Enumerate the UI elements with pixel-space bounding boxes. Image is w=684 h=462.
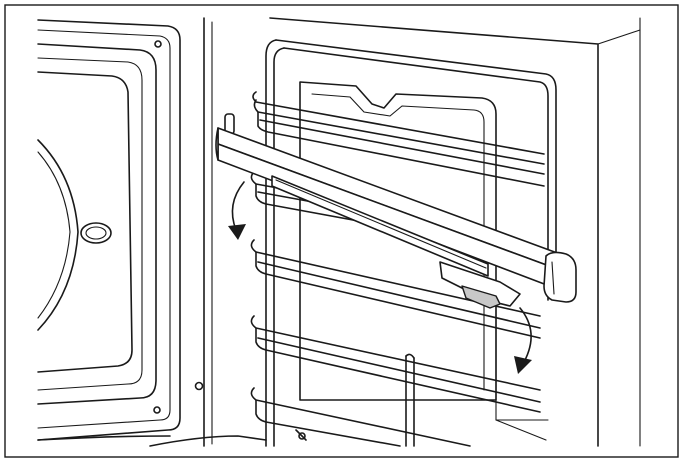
oven-wall: [149, 17, 641, 447]
wall-screw: [194, 381, 204, 391]
telescopic-rail-bar: [215, 113, 577, 309]
rail-end-cap: [543, 251, 577, 303]
door-knob: [80, 222, 112, 244]
door-screw-bottom: [153, 406, 161, 414]
oven-back-panel: [299, 81, 497, 401]
rotate-arrow-left: [228, 181, 246, 240]
oven-door: [37, 19, 181, 441]
side-rail-wire-rack: [250, 39, 557, 447]
rotate-arrow-right: [514, 307, 532, 374]
fan-cover-arc: [37, 139, 79, 331]
release-tab-highlight: [461, 285, 501, 309]
door-screw-top: [154, 40, 162, 48]
release-latch: [439, 261, 521, 307]
image-frame: [4, 4, 679, 458]
